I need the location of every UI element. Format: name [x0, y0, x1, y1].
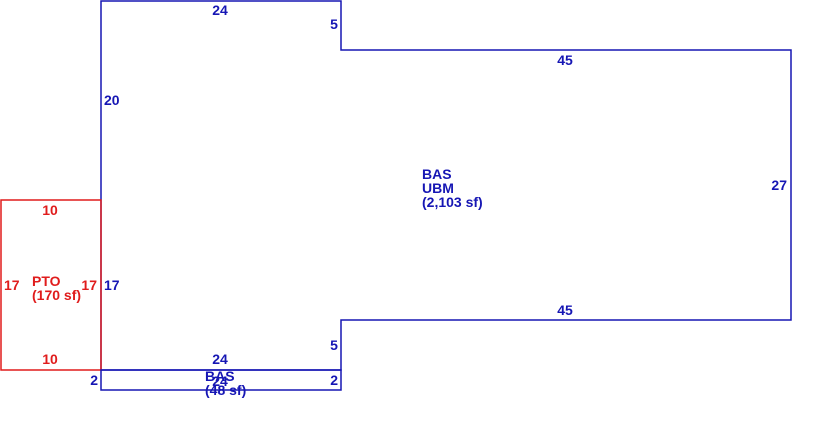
pto-dim-top: 10	[42, 202, 58, 218]
pto-dim-left: 17	[4, 277, 20, 293]
dim-left-lower: 17	[104, 277, 120, 293]
dim-top-right: 45	[557, 52, 573, 68]
small-area-code: BAS	[205, 368, 235, 384]
pto-dim-bottom: 10	[42, 351, 58, 367]
dim-step-top: 5	[330, 16, 338, 32]
small-dim-bottom: 24	[212, 373, 228, 389]
small-area-outline	[100, 369, 342, 391]
main-area-code1: BAS	[422, 166, 452, 182]
dim-top-left: 24	[212, 2, 228, 18]
pto-area-code: PTO	[32, 273, 61, 289]
dim-left-upper: 20	[104, 92, 120, 108]
small-dim-right: 2	[330, 372, 338, 388]
dim-bottom-right: 45	[557, 302, 573, 318]
dim-bottom-left: 24	[212, 351, 228, 367]
dim-right: 27	[771, 177, 787, 193]
small-dim-left: 2	[90, 372, 98, 388]
main-area-size: (2,103 sf)	[422, 194, 483, 210]
pto-dim-right: 17	[81, 277, 97, 293]
small-area-size: (48 sf)	[205, 382, 246, 398]
pto-area-size: (170 sf)	[32, 287, 81, 303]
main-area-code2: UBM	[422, 180, 454, 196]
dim-step-bottom: 5	[330, 337, 338, 353]
